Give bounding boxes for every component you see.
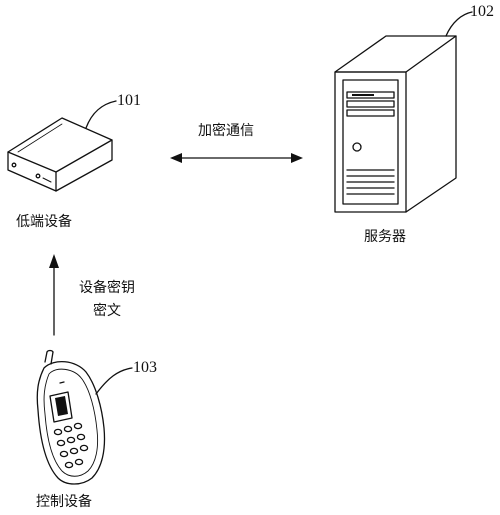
ref-number-102: 102 (470, 3, 494, 20)
encrypted-comm-label: 加密通信 (198, 123, 254, 139)
server-icon (334, 35, 457, 213)
control-device-icon (36, 349, 106, 485)
ref-leader-101 (85, 100, 117, 129)
ref-leader-103 (95, 367, 133, 395)
device-key-arrow (49, 254, 59, 336)
low-end-device-label: 低端设备 (16, 214, 72, 230)
low-end-device-icon (7, 117, 113, 192)
ref-number-103: 103 (133, 359, 157, 376)
control-device-label: 控制设备 (36, 494, 92, 510)
encrypted-comm-arrow (170, 153, 303, 163)
device-key-label-line2: 密文 (93, 303, 121, 319)
ref-leader-102 (445, 11, 473, 37)
ref-number-101: 101 (117, 92, 141, 109)
device-key-label-line1: 设备密钥 (79, 280, 135, 296)
server-label: 服务器 (364, 229, 406, 245)
